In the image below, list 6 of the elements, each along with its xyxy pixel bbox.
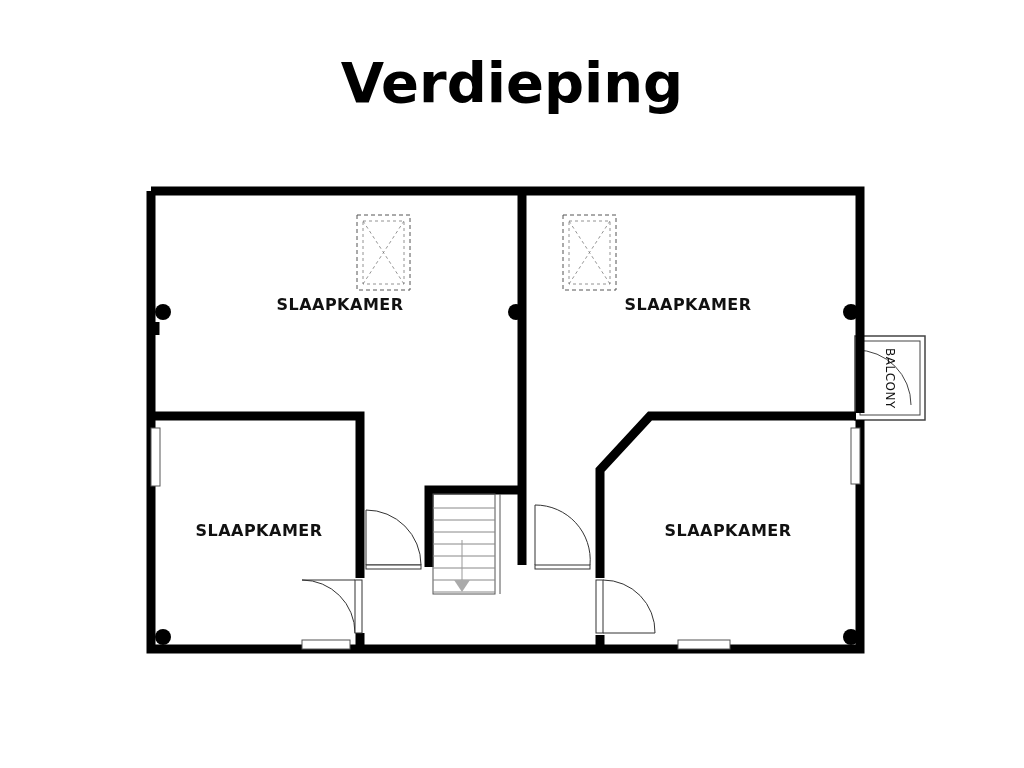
- room-label: SLAAPKAMER: [664, 520, 792, 540]
- room-label: BALCONY: [883, 347, 897, 409]
- plan-title: Verdieping: [340, 50, 684, 115]
- room-label: SLAAPKAMER: [195, 520, 323, 540]
- room-label: SLAAPKAMER: [276, 294, 404, 314]
- room-label: SLAAPKAMER: [624, 294, 752, 314]
